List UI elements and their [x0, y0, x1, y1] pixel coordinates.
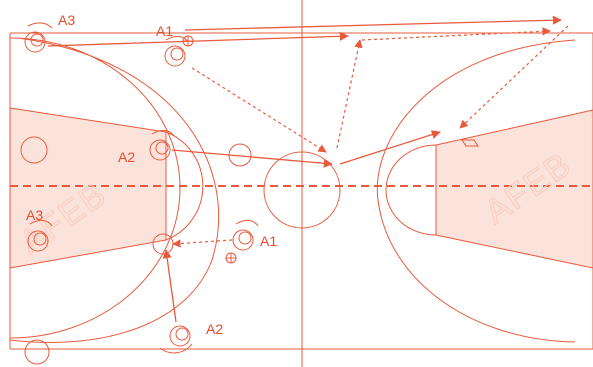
label-A2-bottom: A2	[206, 321, 223, 337]
left-free-throw-arc	[165, 131, 204, 241]
player-A2-mid	[149, 129, 175, 161]
cut-arrow-A1-top	[184, 15, 562, 31]
left-three-point-arc	[9, 37, 220, 343]
right-free-throw-arc	[385, 144, 437, 236]
bottom-left-circle	[24, 339, 50, 365]
player-A3-left	[27, 219, 53, 252]
label-A2-mid: A2	[118, 149, 135, 165]
right-three-point-arc	[376, 39, 576, 343]
drive-arrow-center	[339, 130, 441, 165]
cut-arrow-A2	[171, 149, 333, 168]
label-A3-left: A3	[26, 207, 43, 223]
right-key-paint	[436, 110, 593, 268]
pass-arrow-center-up	[336, 39, 363, 149]
pass-arrow-A1-to-center	[191, 67, 327, 153]
pass-arrow-corner-down	[459, 25, 569, 129]
player-A3-top	[24, 22, 53, 53]
pass-arrow-A1-low	[172, 239, 233, 248]
right-key-top	[435, 109, 593, 146]
left-key-top	[9, 107, 167, 133]
screen-mark-right	[461, 139, 479, 147]
label-A3-top: A3	[58, 12, 75, 28]
player-A1-low	[232, 219, 259, 251]
cut-arrow-A2-bottom	[162, 249, 177, 323]
left-key-paint	[10, 108, 166, 268]
pass-arrow-top-right	[361, 27, 551, 41]
label-A1-low: A1	[260, 233, 277, 249]
left-restricted-circle	[20, 136, 48, 164]
player-A2-bottom	[159, 325, 193, 354]
left-key-bottom	[9, 239, 167, 269]
right-key-bottom	[435, 234, 593, 269]
label-A1-top: A1	[156, 23, 173, 39]
cut-arrow-A3	[47, 31, 349, 47]
ball-icon-low	[225, 252, 237, 264]
center-circle	[263, 151, 341, 229]
